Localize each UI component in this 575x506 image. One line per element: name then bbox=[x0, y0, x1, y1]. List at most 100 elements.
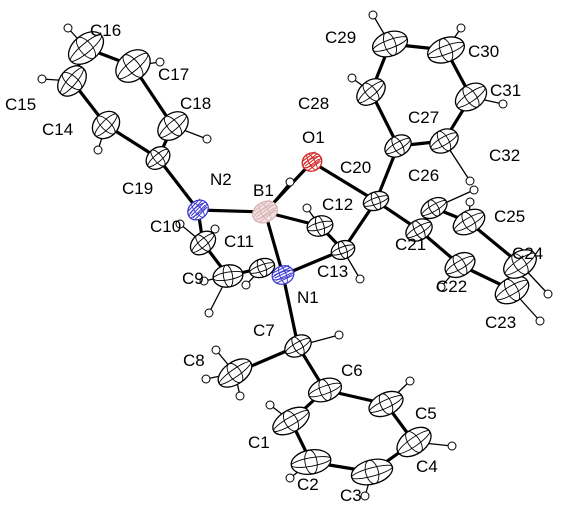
ellipsoid-shading bbox=[276, 274, 293, 284]
atom-c2 bbox=[290, 449, 332, 475]
label-c29: C29 bbox=[325, 28, 356, 47]
ellipsoid-shading bbox=[257, 207, 275, 221]
ellipsoid-axis bbox=[308, 382, 342, 398]
ellipsoid-axis bbox=[504, 252, 536, 276]
hydrogen-atom bbox=[204, 308, 214, 318]
ellipsoid-axis bbox=[290, 456, 332, 468]
hydrogen-atom bbox=[201, 374, 211, 384]
hydrogen-atom bbox=[465, 176, 475, 186]
label-c12: C12 bbox=[322, 195, 353, 214]
label-c22: C22 bbox=[436, 277, 467, 296]
ellipsoid-axis bbox=[495, 279, 529, 301]
hydrogen-atom bbox=[498, 99, 508, 109]
ellipsoid-axis bbox=[258, 202, 272, 222]
atom-n1 bbox=[271, 264, 295, 285]
ellipsoid-axis bbox=[222, 264, 234, 288]
ellipsoid-axis bbox=[150, 149, 166, 167]
hydrogen-atom bbox=[37, 74, 47, 84]
hydrogen-atom bbox=[543, 289, 553, 299]
ellipsoid-shading bbox=[273, 267, 290, 276]
ellipsoid-axis bbox=[405, 431, 423, 453]
hydrogen-atom bbox=[235, 391, 245, 401]
ellipsoid-axis bbox=[249, 262, 275, 274]
ellipsoid-axis bbox=[461, 211, 477, 233]
ellipsoid-shading bbox=[302, 151, 316, 162]
ellipsoid-axis bbox=[60, 67, 84, 95]
hydrogen-atom bbox=[469, 185, 479, 195]
label-c14: C14 bbox=[42, 120, 73, 139]
label-c21: C21 bbox=[395, 235, 426, 254]
label-c5: C5 bbox=[415, 404, 437, 423]
label-c25: C25 bbox=[494, 207, 525, 226]
ellipsoid-axis bbox=[462, 86, 480, 108]
atom-ellipsoid bbox=[429, 128, 459, 154]
hydrogen-atom bbox=[535, 316, 545, 326]
atom-ellipsoid bbox=[371, 30, 409, 58]
atom-c11 bbox=[248, 257, 276, 279]
label-c20: C20 bbox=[340, 158, 371, 177]
ellipsoid-axis bbox=[331, 244, 355, 256]
hydrogen-atom bbox=[355, 274, 365, 284]
hydrogen-atom bbox=[202, 134, 212, 144]
ellipsoid-axis bbox=[421, 200, 447, 216]
hydrogen-atom bbox=[265, 400, 275, 410]
atom-c22 bbox=[444, 251, 476, 279]
ellipsoid-axis bbox=[218, 361, 252, 385]
label-c17: C17 bbox=[158, 65, 189, 84]
label-b1: B1 bbox=[253, 181, 274, 200]
atom-ellipsoid bbox=[91, 110, 121, 140]
atom-c24 bbox=[503, 249, 537, 279]
ellipsoid-axis bbox=[363, 195, 389, 207]
label-c15: C15 bbox=[5, 95, 36, 114]
atom-ellipsoid bbox=[115, 49, 151, 83]
atom-ellipsoid bbox=[427, 36, 465, 64]
atom-ellipsoid bbox=[368, 390, 404, 418]
ellipsoid-axis bbox=[456, 86, 486, 108]
ellipsoid-axis bbox=[364, 459, 380, 485]
ellipsoid-axis bbox=[438, 38, 454, 62]
ellipsoid-axis bbox=[282, 410, 300, 432]
atom-ellipsoid bbox=[57, 65, 87, 97]
atom-c23 bbox=[494, 275, 530, 305]
atom-c31 bbox=[454, 82, 488, 112]
atom-ellipsoid bbox=[187, 199, 209, 221]
ellipsoid-axis bbox=[383, 32, 397, 56]
label-c7: C7 bbox=[253, 321, 275, 340]
ellipsoid-axis bbox=[306, 153, 318, 171]
atom-ellipsoid bbox=[454, 82, 488, 112]
label-c26: C26 bbox=[408, 166, 439, 185]
ellipsoid-axis bbox=[406, 221, 432, 239]
ellipsoid-axis bbox=[195, 234, 211, 252]
hydrogen-atom bbox=[211, 345, 221, 355]
ellipsoid-axis bbox=[436, 130, 452, 152]
hydrogen-atom bbox=[447, 441, 457, 451]
ellipsoid-axis bbox=[278, 266, 288, 284]
label-c23: C23 bbox=[485, 313, 516, 332]
ellipsoid-axis bbox=[76, 36, 96, 60]
label-o1: O1 bbox=[302, 128, 325, 147]
bond-o1-c20 bbox=[310, 160, 378, 203]
label-c13: C13 bbox=[317, 262, 348, 281]
atom-c13 bbox=[330, 239, 356, 261]
ellipsoid-axis bbox=[191, 202, 205, 218]
label-c19: C19 bbox=[122, 179, 153, 198]
label-c16: C16 bbox=[90, 21, 121, 40]
ellipsoid-axis bbox=[351, 464, 393, 480]
atom-labels: C16 C17 C15 C18 C14 C19 N2 B1 O1 C29 C30… bbox=[5, 21, 543, 505]
ellipsoid-axis bbox=[256, 258, 268, 278]
ellipsoid-axis bbox=[69, 34, 103, 62]
ellipsoid-axis bbox=[453, 212, 485, 232]
atom-ellipsoid bbox=[217, 358, 253, 388]
hydrogen-atom bbox=[93, 145, 103, 155]
ellipsoid-axis bbox=[147, 148, 169, 168]
ellipsoid-axis bbox=[427, 41, 465, 59]
atom-o1 bbox=[301, 151, 323, 172]
ellipsoid-axis bbox=[191, 233, 215, 253]
ellipsoid-shading bbox=[254, 202, 272, 216]
hydrogen-atom bbox=[63, 23, 73, 33]
label-c8: C8 bbox=[183, 351, 205, 370]
label-n2: N2 bbox=[210, 170, 232, 189]
ellipsoid-shading bbox=[275, 272, 292, 281]
ellipsoid-axis bbox=[397, 430, 431, 454]
atom-c6 bbox=[307, 377, 343, 403]
